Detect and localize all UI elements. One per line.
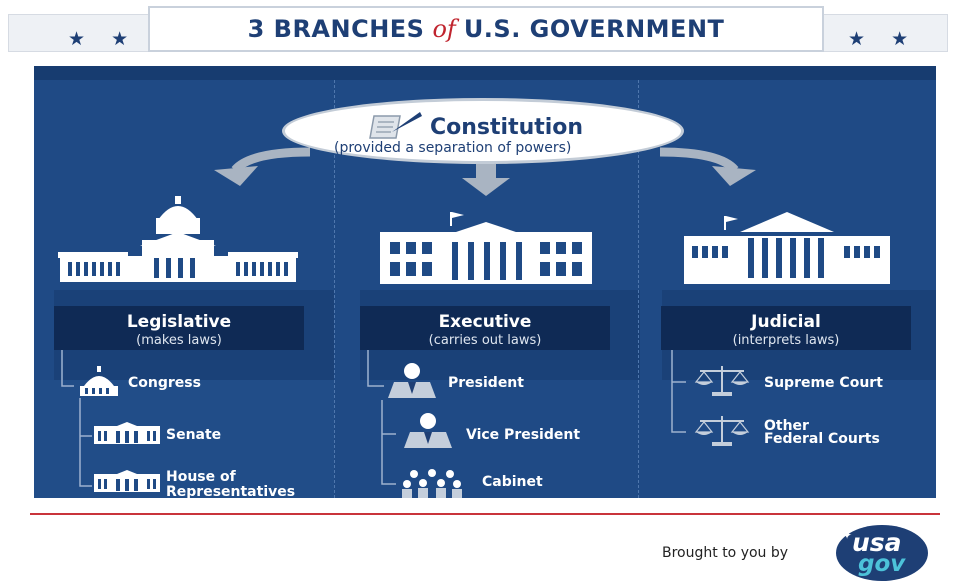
- stars-left: ★ ★: [68, 28, 139, 50]
- supreme-court-building-icon: [684, 212, 890, 284]
- branch-subtitle-judicial: (interprets laws): [732, 333, 840, 348]
- capitol-building-icon: [58, 196, 298, 282]
- item-house: House of: [166, 469, 236, 485]
- branch-title-judicial: Judicial: [751, 312, 821, 332]
- branch-box-executive: Executive (carries out laws): [360, 306, 610, 350]
- logo-text-gov: gov: [858, 551, 906, 577]
- cabinet-group-icon: [402, 469, 462, 498]
- usagov-logo[interactable]: [836, 525, 928, 581]
- branch-subtitle-legislative: (makes laws): [136, 333, 222, 348]
- page-title-of: of: [432, 15, 456, 43]
- branch-box-judicial: Judicial (interprets laws): [661, 306, 911, 350]
- arrow-left: [231, 147, 311, 174]
- legislative-tree-lines: [61, 350, 92, 487]
- president-icon: [388, 363, 436, 398]
- item-president: President: [448, 375, 524, 391]
- arrow-right: [659, 147, 739, 174]
- constitution-subtitle: (provided a separation of powers): [334, 140, 572, 156]
- item-senate: Senate: [166, 427, 222, 443]
- branch-title-executive: Executive: [438, 312, 532, 332]
- footer-divider: [30, 513, 940, 515]
- scales-of-justice-icon: [694, 366, 750, 396]
- item-supreme-court: Supreme Court: [764, 375, 883, 391]
- constitution-oval: [282, 98, 684, 164]
- item-congress: Congress: [128, 375, 201, 391]
- arrow-center-shaft: [476, 164, 496, 180]
- item-federal-courts: Federal Courts: [764, 431, 880, 447]
- branch-box-legislative: Legislative (makes laws): [54, 306, 304, 350]
- arrow-right-head: [712, 166, 756, 186]
- logo-star-icon: ✦: [842, 528, 853, 542]
- column-divider-1: [334, 80, 335, 498]
- title-banner: 3 BRANCHES of U.S. GOVERNMENT: [148, 6, 824, 52]
- branch-arrows: [214, 147, 756, 196]
- arrow-left-head: [214, 166, 258, 186]
- item-vice-president: Vice President: [466, 427, 581, 443]
- logo-text-usa: usa: [852, 528, 902, 557]
- branch-subtitle-executive: (carries out laws): [428, 333, 542, 348]
- capitol-dome-icon: [80, 366, 118, 396]
- stars-right: ★ ★: [848, 28, 919, 50]
- scroll-quill-icon: [369, 112, 422, 139]
- executive-tree-lines: [367, 350, 396, 485]
- house-building-icon: [94, 470, 160, 492]
- item-representatives: Representatives: [166, 484, 296, 500]
- arrow-center-head: [462, 178, 510, 196]
- vice-president-icon: [404, 413, 452, 448]
- judicial-tree-lines: [671, 350, 686, 433]
- item-other: Other: [764, 418, 809, 434]
- footer-credit: Brought to you by: [662, 545, 789, 561]
- item-cabinet: Cabinet: [482, 474, 543, 490]
- senate-building-icon: [94, 422, 160, 444]
- column-divider-2: [638, 80, 639, 498]
- scales-of-justice-icon-2: [694, 416, 750, 446]
- white-house-icon: [380, 212, 592, 284]
- page-title-part1: 3 BRANCHES: [247, 15, 425, 43]
- constitution-title: Constitution: [430, 115, 584, 140]
- page-title-part2: U.S. GOVERNMENT: [463, 15, 725, 43]
- branch-title-legislative: Legislative: [126, 312, 232, 332]
